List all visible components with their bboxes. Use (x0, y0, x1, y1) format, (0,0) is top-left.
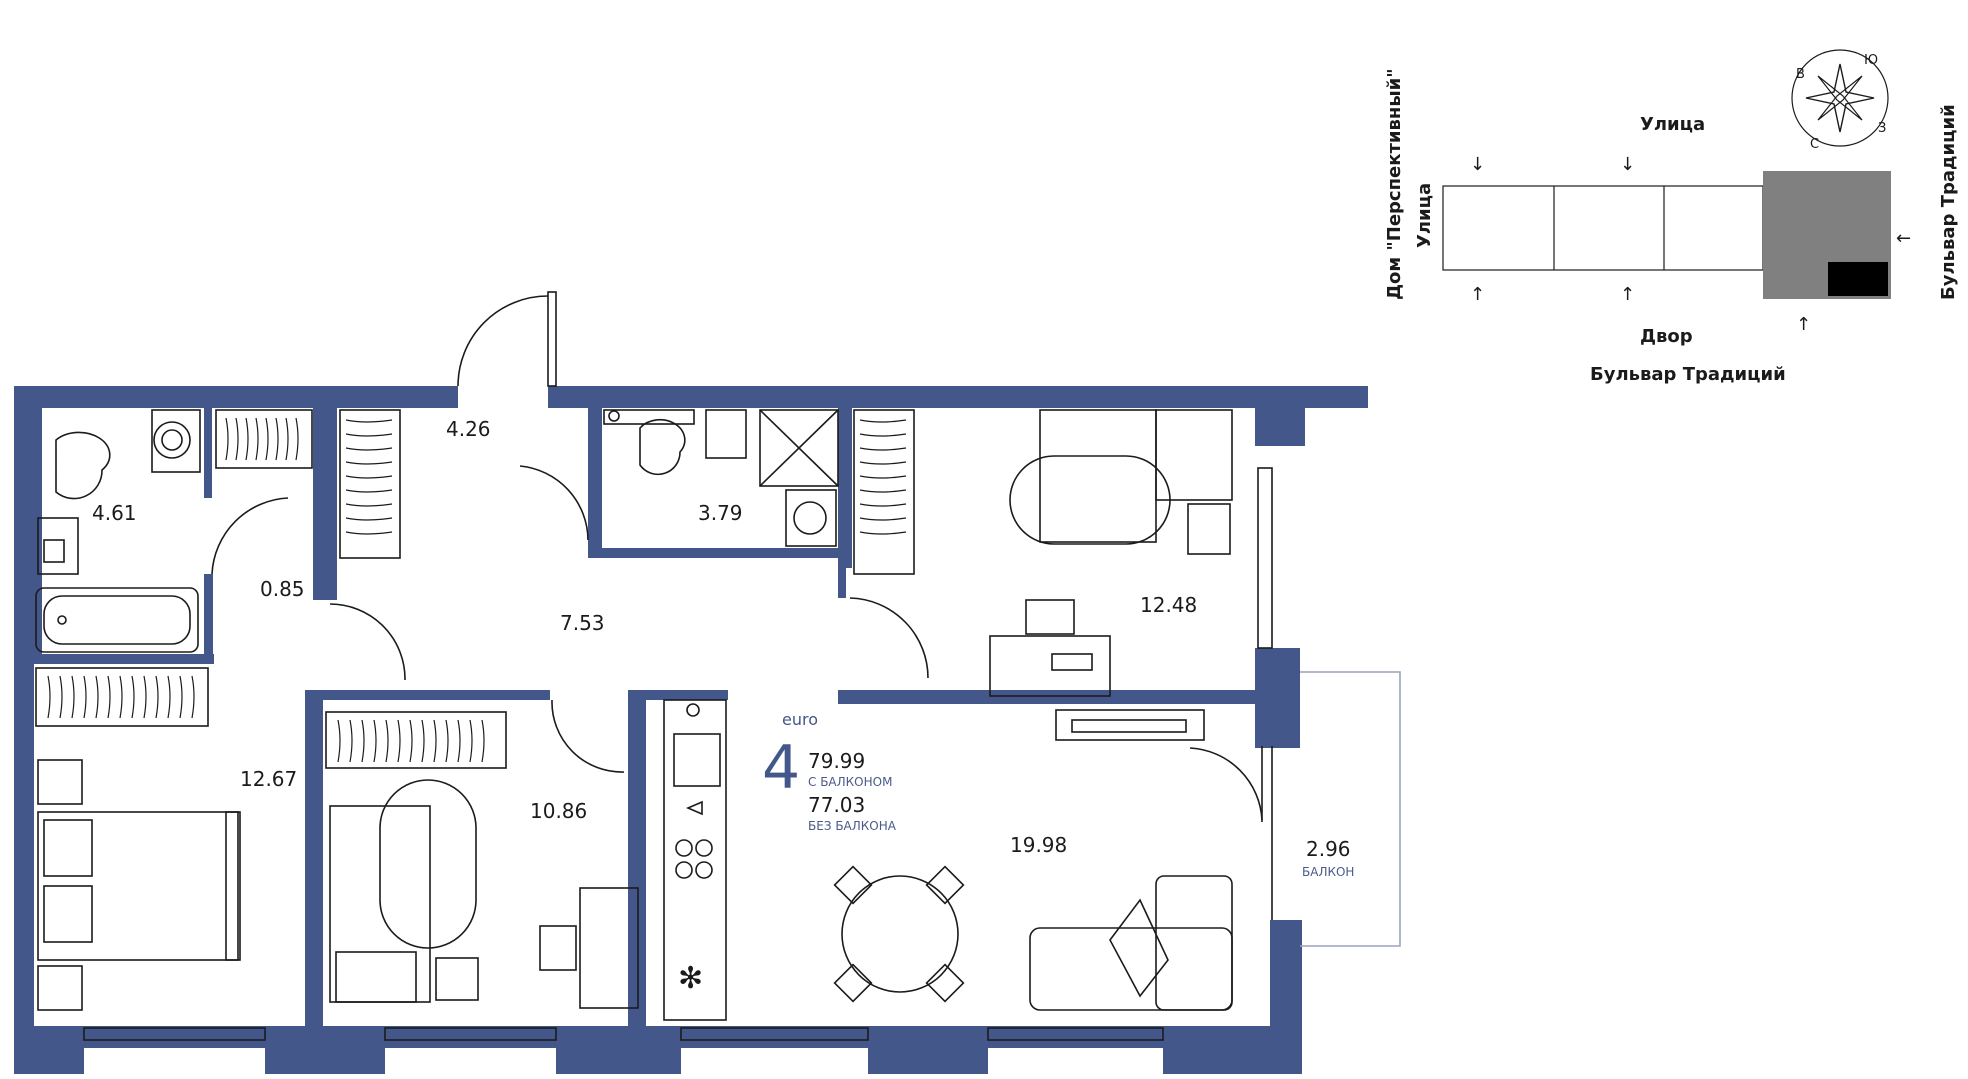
boulevard-right-label: Бульвар Традиций (1938, 104, 1959, 300)
boulevard-bottom-label: Бульвар Традиций (1590, 364, 1786, 385)
room-area-hall-entry: 4.26 (446, 417, 491, 441)
room-area-bedroom-right: 12.48 (1140, 593, 1197, 617)
area-with-balcony: 79.99 (808, 749, 865, 773)
living-furniture (833, 709, 1233, 1011)
room-area-balcony: 2.96 (1306, 837, 1351, 861)
windows (83, 467, 1273, 1041)
compass-icon: Ю З С В (1791, 49, 1889, 152)
site-plan: ↓ ↓ ↑ ↑ ↑ ← Улица Двор Бульвар Традиций … (1384, 49, 1959, 385)
yard-label: Двор (1640, 326, 1693, 347)
without-balcony-label: БЕЗ БАЛКОНА (808, 819, 897, 833)
room-count: 4 (762, 733, 800, 803)
compass-s: С (1810, 137, 1819, 152)
arrow-icon: ↓ (1470, 154, 1485, 175)
arrow-icon: ↓ (1620, 154, 1635, 175)
room-area-living: 19.98 (1010, 833, 1067, 857)
balcony-outline (1271, 671, 1401, 947)
doors (211, 465, 1263, 822)
room-area-bath: 4.61 (92, 501, 137, 525)
kitchen: ✻ (663, 699, 727, 1021)
room-area-storage: 0.85 (260, 577, 305, 601)
bed-left (37, 759, 241, 1011)
compass-w: В (1796, 67, 1805, 82)
walls (14, 386, 1368, 1074)
balcony-label: БАЛКОН (1302, 865, 1354, 879)
arrow-icon: ↑ (1796, 314, 1811, 335)
entry-door (457, 291, 557, 387)
room-area-bedroom-middle: 10.86 (530, 799, 587, 823)
area-without-balcony: 77.03 (808, 793, 865, 817)
apartment-marker (1828, 262, 1888, 296)
radiators (35, 409, 915, 769)
arrow-icon: ↑ (1620, 284, 1635, 305)
with-balcony-label: С БАЛКОНОМ (808, 775, 892, 789)
arrow-icon: ← (1896, 228, 1911, 249)
svg-text:✻: ✻ (678, 961, 703, 996)
compass-n: Ю (1864, 53, 1878, 68)
bed-middle (329, 779, 639, 1009)
street-left-label: Улица (1414, 183, 1435, 248)
street-top-label: Улица (1640, 114, 1705, 135)
room-area-wc: 3.79 (698, 501, 743, 525)
compass-e: З (1878, 121, 1886, 136)
apartment-type: euro (782, 710, 818, 729)
house-label: Дом "Перспективный" (1384, 68, 1405, 300)
wc-fixtures (603, 409, 839, 547)
bath-fixtures (35, 409, 201, 653)
room-area-bedroom-left: 12.67 (240, 767, 297, 791)
arrow-icon: ↑ (1470, 284, 1485, 305)
bed-right (989, 409, 1233, 697)
room-area-corridor: 7.53 (560, 611, 605, 635)
